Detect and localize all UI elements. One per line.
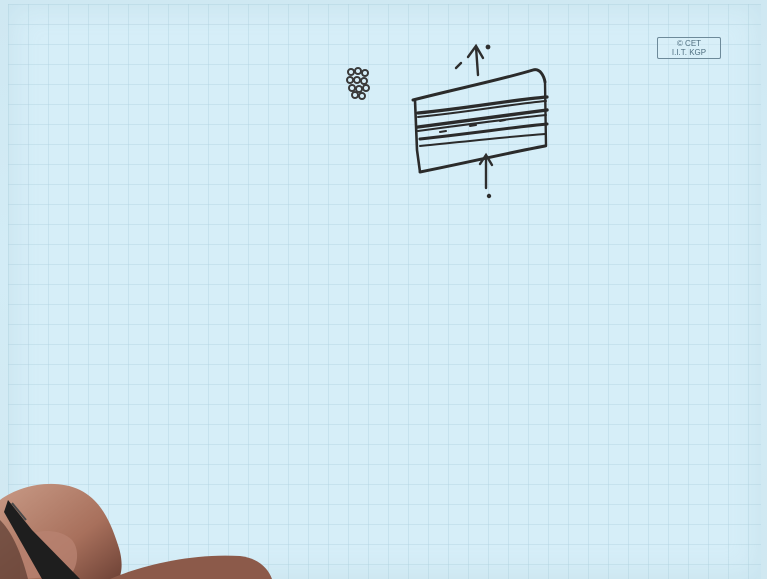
video-frame: © CET I.I.T. KGP (0, 0, 767, 579)
hand-with-pen (0, 0, 767, 579)
